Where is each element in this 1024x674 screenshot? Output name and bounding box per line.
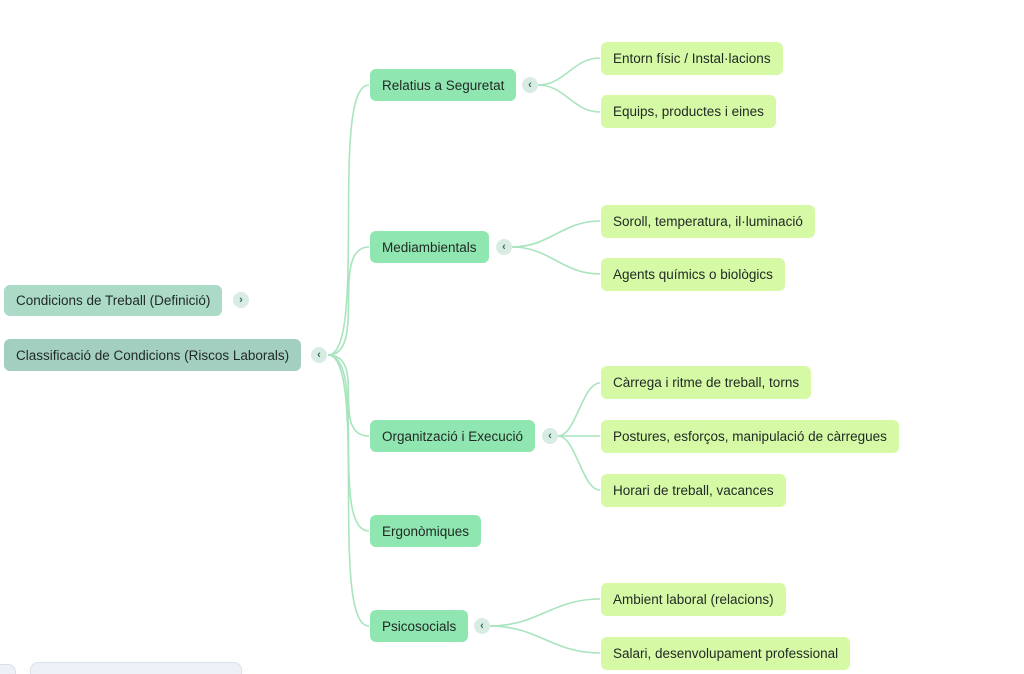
edge-seguretat-child2 [537, 84, 601, 113]
edge-hub-organitzacio [327, 354, 370, 437]
collapse-toggle-mediambientals[interactable]: ‹ [496, 239, 512, 255]
edge-mediambientals-child2 [511, 246, 601, 275]
branch-node-seguretat[interactable]: Relatius a Seguretat [370, 69, 517, 101]
collapse-toggle-classificacio[interactable]: ‹ [311, 347, 327, 363]
leaf-node-salari-desenvolupament[interactable]: Salari, desenvolupament professional [601, 637, 851, 670]
collapse-toggle-psicosocials[interactable]: ‹ [474, 618, 490, 634]
edge-hub-seguretat [327, 84, 370, 356]
branch-node-ergonomiques[interactable]: Ergonòmiques [370, 515, 482, 547]
edge-organitzacio-child3 [557, 435, 601, 491]
leaf-node-agents-quimics[interactable]: Agents químics o biològics [601, 258, 785, 291]
branch-node-mediambientals[interactable]: Mediambientals [370, 231, 489, 263]
leaf-node-ambient-laboral[interactable]: Ambient laboral (relacions) [601, 583, 786, 616]
leaf-node-carrega-ritme[interactable]: Càrrega i ritme de treball, torns [601, 366, 812, 399]
leaf-node-horari-vacances[interactable]: Horari de treball, vacances [601, 474, 786, 507]
edge-mediambientals-child1 [511, 220, 601, 248]
root-node-classificacio[interactable]: Classificació de Condicions (Riscos Labo… [4, 339, 302, 371]
leaf-node-postures-esforcos[interactable]: Postures, esforços, manipulació de càrre… [601, 420, 899, 453]
branch-node-psicosocials[interactable]: Psicosocials [370, 610, 469, 642]
collapse-toggle-organitzacio[interactable]: ‹ [542, 428, 558, 444]
edge-hub-ergonomiques [327, 354, 370, 532]
edge-seguretat-child1 [537, 57, 601, 86]
collapse-toggle-seguretat[interactable]: ‹ [522, 77, 538, 93]
edge-organitzacio-child1 [557, 382, 601, 437]
partial-node-left[interactable] [0, 664, 16, 674]
edge-hub-mediambientals [327, 246, 370, 356]
partial-node-wide[interactable] [30, 662, 242, 674]
leaf-node-soroll-temperatura[interactable]: Soroll, temperatura, il·luminació [601, 205, 815, 238]
collapse-toggle-definicio[interactable]: › [233, 292, 249, 308]
root-node-definicio[interactable]: Condicions de Treball (Definició) [4, 285, 223, 316]
branch-node-organitzacio[interactable]: Organització i Execució [370, 420, 536, 452]
leaf-node-entorn-fisic[interactable]: Entorn físic / Instal·lacions [601, 42, 783, 75]
edge-psicosocials-child2 [489, 625, 601, 654]
edge-hub-psicosocials [327, 354, 370, 627]
edge-psicosocials-child1 [489, 598, 601, 627]
leaf-node-equips-productes[interactable]: Equips, productes i eines [601, 95, 776, 128]
